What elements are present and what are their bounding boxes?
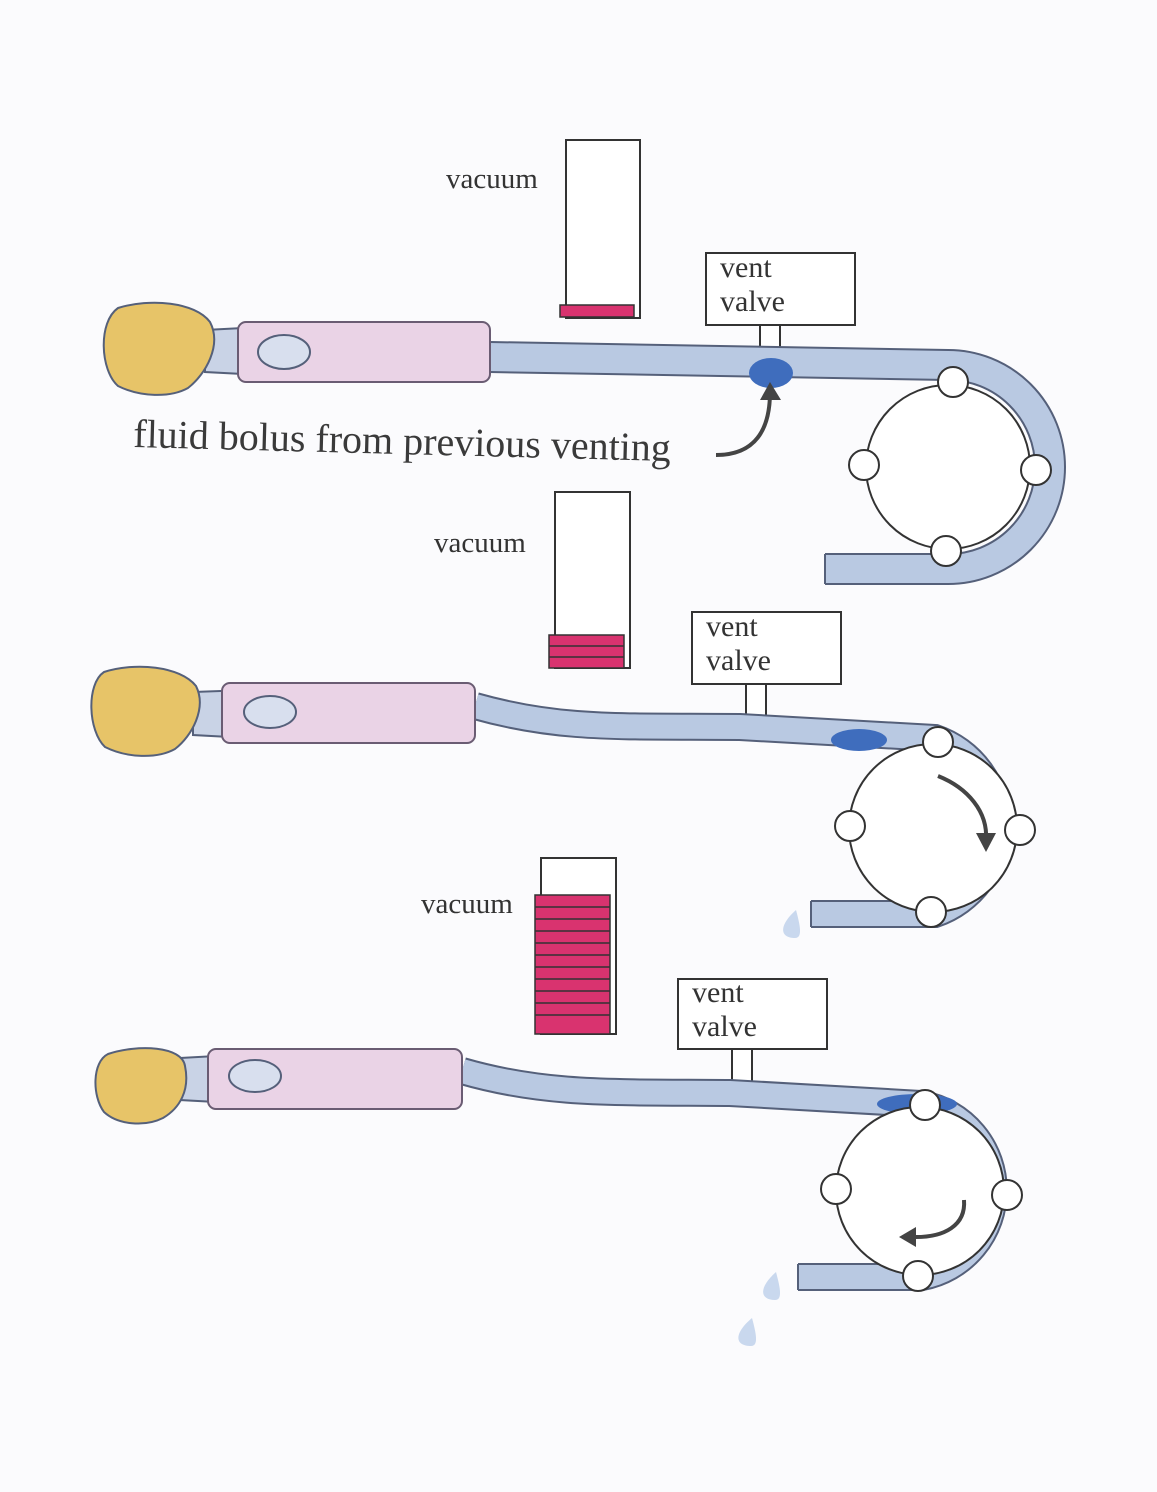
roller-3a bbox=[909, 1089, 941, 1121]
callout-text: fluid bolus from previous venting bbox=[133, 411, 672, 470]
handpiece-sleeve-1 bbox=[237, 321, 491, 383]
rotor-3 bbox=[835, 1106, 1005, 1276]
vent-valve-3: vent valve bbox=[677, 976, 828, 1090]
vacuum-label-2: vacuum bbox=[434, 527, 526, 559]
rotation-arrow-clockwise bbox=[937, 774, 989, 841]
roller-2b bbox=[834, 810, 866, 842]
vacuum-container-1: vacuum bbox=[446, 139, 641, 319]
stage-1: vacuum vent valve flui bbox=[102, 139, 1066, 585]
vacuum-label-1: vacuum bbox=[446, 163, 538, 195]
fluid-bolus-1 bbox=[749, 358, 793, 388]
tip-3 bbox=[94, 1047, 188, 1125]
roller-1a bbox=[937, 366, 969, 398]
tip-2 bbox=[90, 665, 201, 757]
handpiece-3 bbox=[94, 1047, 463, 1125]
handpiece-1 bbox=[102, 301, 491, 396]
vent-valve-label-line1-1: vent bbox=[720, 251, 772, 284]
fluid-level-3 bbox=[534, 894, 611, 1035]
roller-2a bbox=[922, 726, 954, 758]
stage-3: vacuum vent valve bbox=[94, 857, 1023, 1346]
callout-arrow bbox=[715, 391, 772, 457]
rotor-1 bbox=[865, 384, 1031, 550]
fluid-bolus-2 bbox=[831, 729, 887, 751]
roller-pump-2 bbox=[834, 726, 1036, 928]
vent-valve-label-line1-2: vent bbox=[706, 610, 758, 643]
callout-arrowhead bbox=[760, 382, 781, 400]
rotation-arrow-counter-clockwise bbox=[911, 1199, 967, 1240]
roller-pump-3 bbox=[820, 1089, 1023, 1292]
vent-valve-label-line2-2: valve bbox=[706, 644, 771, 677]
roller-pump-1 bbox=[848, 366, 1052, 567]
fluid-level-1 bbox=[559, 304, 635, 318]
fluid-level-3-lines bbox=[535, 906, 610, 1016]
roller-1d bbox=[930, 535, 962, 567]
droplet-3a bbox=[763, 1272, 781, 1300]
vent-valve-label-line1-3: vent bbox=[692, 976, 744, 1009]
roller-2c bbox=[1004, 814, 1036, 846]
roller-1c bbox=[1020, 454, 1052, 486]
vent-valve-2: vent valve bbox=[691, 610, 842, 725]
roller-2d bbox=[915, 896, 947, 928]
droplet-3b bbox=[738, 1318, 757, 1346]
vacuum-container-3: vacuum bbox=[421, 857, 617, 1035]
vacuum-label-3: vacuum bbox=[421, 888, 513, 920]
droplet-2a bbox=[783, 910, 801, 938]
vent-valve-1: vent valve bbox=[705, 251, 856, 360]
roller-3d bbox=[902, 1260, 934, 1292]
roller-1b bbox=[848, 449, 880, 481]
vacuum-container-2: vacuum bbox=[434, 491, 631, 669]
rotor-2 bbox=[848, 743, 1018, 913]
tip-1 bbox=[102, 301, 216, 396]
vent-valve-label-line2-1: valve bbox=[720, 285, 785, 318]
stage-2: vacuum vent valve bbox=[90, 491, 1036, 938]
fluid-level-2 bbox=[548, 634, 625, 669]
vent-valve-label-line2-3: valve bbox=[692, 1010, 757, 1043]
roller-3c bbox=[991, 1179, 1023, 1211]
handpiece-2 bbox=[90, 665, 476, 757]
roller-3b bbox=[820, 1173, 852, 1205]
